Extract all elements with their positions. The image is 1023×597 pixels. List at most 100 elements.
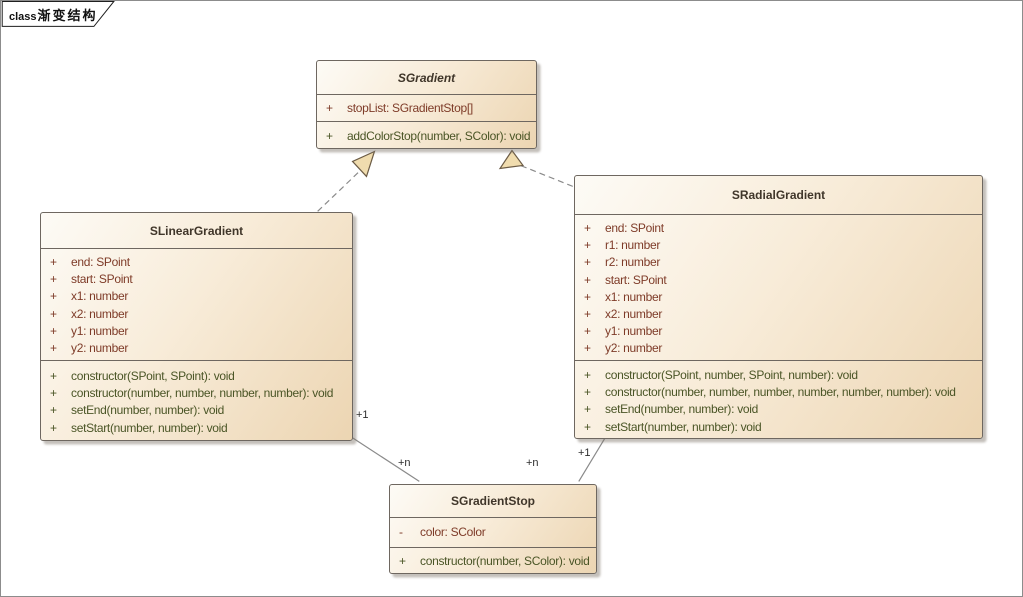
attribute-text: y1: number [71, 323, 129, 338]
methods-section: + constructor(SPoint, number, SPoint, nu… [575, 360, 982, 440]
visibility-sign: + [50, 386, 57, 401]
frame-tab-type-label: class [9, 11, 37, 23]
attribute-text: x1: number [605, 289, 663, 304]
method-row[interactable]: + addColorStop(number, SColor): void [317, 128, 536, 145]
attribute-text: start: SPoint [71, 272, 133, 287]
multiplicity-label-linear-target: +n [398, 457, 411, 469]
visibility-sign: + [584, 289, 591, 304]
method-row[interactable]: + setEnd(number, number): void [41, 402, 352, 419]
method-row[interactable]: + constructor(SPoint, SPoint): void [41, 368, 352, 385]
method-text: setStart(number, number): void [605, 419, 762, 434]
class-box-sgradient[interactable]: SGradient + stopList: SGradientStop[] + … [316, 60, 537, 149]
class-title: SGradientStop [450, 494, 535, 508]
visibility-sign: + [50, 323, 57, 338]
realization-connector-radial[interactable] [517, 163, 574, 187]
visibility-sign: + [50, 289, 57, 304]
method-text: setEnd(number, number): void [71, 403, 225, 418]
method-row[interactable]: + setEnd(number, number): void [575, 401, 982, 418]
diagram-frame-tab: class渐变结构 [9, 5, 98, 24]
attribute-row[interactable]: + start: SPoint [575, 272, 982, 289]
visibility-sign: + [584, 238, 591, 253]
attribute-row[interactable]: + x2: number [41, 306, 352, 323]
visibility-sign: + [584, 368, 591, 382]
attribute-text: x1: number [71, 289, 129, 304]
visibility-sign: + [584, 341, 591, 356]
attribute-row[interactable]: + x1: number [41, 288, 352, 305]
visibility-sign: + [584, 324, 591, 339]
frame-tab-title: 渐变结构 [37, 8, 98, 23]
visibility-sign: + [50, 306, 57, 321]
attributes-section: + end: SPoint + r1: number + r2: number … [575, 214, 982, 360]
attribute-text: start: SPoint [605, 272, 667, 287]
attribute-row[interactable]: - color: SColor [390, 524, 596, 541]
method-row[interactable]: + constructor(number, number, number, nu… [575, 384, 982, 401]
method-text: constructor(SPoint, SPoint): void [71, 369, 235, 383]
attribute-text: x2: number [605, 306, 663, 321]
class-box-sgradientstop[interactable]: SGradientStop - color: SColor + construc… [389, 484, 597, 574]
attribute-row[interactable]: + y2: number [41, 340, 352, 357]
method-text: addColorStop(number, SColor): void [347, 129, 531, 143]
attribute-text: end: SPoint [71, 255, 130, 269]
method-text: constructor(SPoint, number, SPoint, numb… [605, 368, 858, 382]
attribute-row[interactable]: + y1: number [575, 323, 982, 340]
visibility-sign: + [584, 402, 591, 417]
visibility-sign: - [399, 525, 403, 539]
method-text: constructor(number, SColor): void [420, 554, 590, 568]
attribute-text: r1: number [605, 238, 661, 253]
attribute-row[interactable]: + r2: number [575, 254, 982, 271]
visibility-sign: + [50, 340, 57, 355]
realization-arrowhead-icon [498, 149, 525, 170]
attributes-section: + stopList: SGradientStop[] [317, 94, 536, 121]
attribute-text: y2: number [605, 341, 663, 356]
attributes-section: + end: SPoint + start: SPoint + x1: numb… [41, 248, 352, 360]
attribute-row[interactable]: + y1: number [41, 323, 352, 340]
attribute-row[interactable]: + x2: number [575, 306, 982, 323]
methods-section: + addColorStop(number, SColor): void [317, 121, 536, 150]
class-title: SGradient [397, 70, 456, 85]
method-text: constructor(number, number, number, numb… [605, 385, 956, 400]
method-row[interactable]: + constructor(number, number, number, nu… [41, 385, 352, 402]
visibility-sign: + [584, 221, 591, 235]
visibility-sign: + [50, 255, 57, 269]
method-row[interactable]: + constructor(number, SColor): void [390, 553, 596, 570]
attribute-row[interactable]: + stopList: SGradientStop[] [317, 100, 536, 117]
attribute-row[interactable]: + x1: number [575, 289, 982, 306]
realization-arrowhead-icon [351, 150, 376, 178]
visibility-sign: + [326, 101, 333, 115]
visibility-sign: + [584, 255, 591, 270]
class-box-slineargradient[interactable]: SLinearGradient + end: SPoint + start: S… [40, 212, 353, 441]
method-text: constructor(number, number, number, numb… [71, 386, 334, 401]
method-text: setStart(number, number): void [71, 420, 228, 435]
attributes-section: - color: SColor [390, 517, 596, 547]
visibility-sign: + [50, 420, 57, 435]
association-connector-linear-stop[interactable] [350, 436, 420, 482]
method-row[interactable]: + setStart(number, number): void [575, 419, 982, 436]
methods-section: + constructor(number, SColor): void [390, 547, 596, 575]
attribute-text: color: SColor [420, 525, 486, 539]
attribute-row[interactable]: + end: SPoint [575, 220, 982, 237]
visibility-sign: + [50, 272, 57, 287]
attribute-row[interactable]: + y2: number [575, 340, 982, 357]
class-box-sradialgradient[interactable]: SRadialGradient + end: SPoint + r1: numb… [574, 175, 983, 439]
visibility-sign: + [584, 306, 591, 321]
attribute-text: y2: number [71, 340, 129, 355]
visibility-sign: + [50, 403, 57, 418]
attribute-text: y1: number [605, 324, 663, 339]
association-connector-radial-stop[interactable] [578, 438, 606, 482]
visibility-sign: + [326, 129, 333, 143]
attribute-text: r2: number [605, 255, 661, 270]
method-text: setEnd(number, number): void [605, 402, 759, 417]
visibility-sign: + [399, 554, 406, 568]
method-row[interactable]: + setStart(number, number): void [41, 420, 352, 437]
attribute-row[interactable]: + r1: number [575, 237, 982, 254]
attribute-row[interactable]: + end: SPoint [41, 254, 352, 271]
multiplicity-label-radial-source: +1 [578, 447, 591, 459]
attribute-row[interactable]: + start: SPoint [41, 271, 352, 288]
realization-connector-linear[interactable] [317, 168, 363, 212]
methods-section: + constructor(SPoint, SPoint): void + co… [41, 360, 352, 442]
visibility-sign: + [584, 419, 591, 434]
visibility-sign: + [50, 369, 57, 383]
method-row[interactable]: + constructor(SPoint, number, SPoint, nu… [575, 367, 982, 384]
